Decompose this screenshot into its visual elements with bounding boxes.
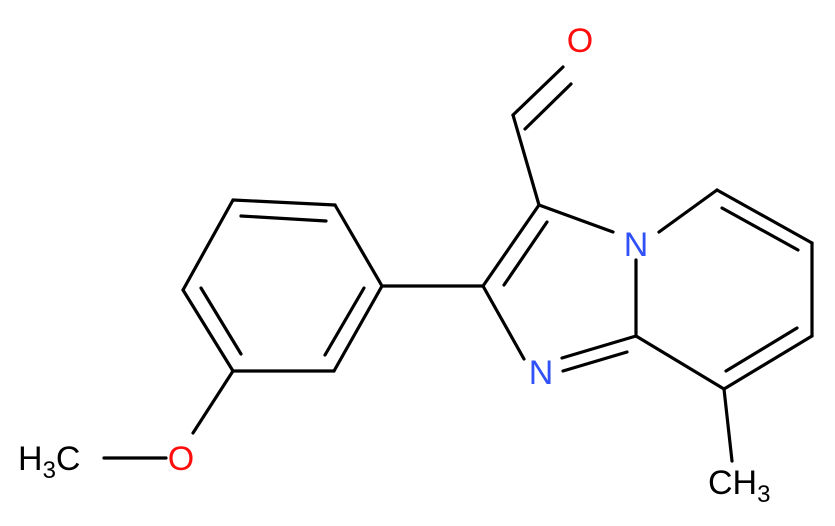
bond-lines <box>102 65 814 463</box>
bond-ph-o <box>191 369 235 435</box>
methoxy-methyl-h: H <box>18 440 43 478</box>
ring-methyl-subscript: 3 <box>757 481 770 508</box>
bond-c8a-n1-b <box>561 350 629 373</box>
ring-nitrogen-label: N <box>529 354 554 392</box>
bond-ph-1-2 <box>333 203 384 288</box>
bond-aldehyde-co-2 <box>523 82 573 131</box>
bond-ph-3-4 <box>181 198 235 292</box>
bond-ph-2-3-a <box>231 198 337 207</box>
methoxy-methyl-c: C <box>56 440 81 478</box>
ring-methyl-label: CH3 <box>708 464 770 508</box>
bond-c7-c8-a <box>722 334 814 391</box>
bond-ph-4-5-a <box>181 288 235 373</box>
bond-aldehyde-co-1 <box>511 65 565 117</box>
bond-c8a-n1-a <box>560 334 638 360</box>
bond-ph-4-5-b <box>199 286 243 356</box>
bond-c2-c3-a <box>481 203 541 288</box>
bond-ph-6-1-a <box>332 284 384 373</box>
aldehyde-oxygen-label: O <box>567 22 593 60</box>
bond-c8-methyl <box>722 387 734 463</box>
methoxy-methyl-subscript: 3 <box>43 457 56 484</box>
bond-ph-2-3-b <box>239 214 328 223</box>
bond-cho-c3 <box>511 113 541 207</box>
bond-c7-c8-b <box>724 326 799 373</box>
bond-c5-c6-b <box>720 206 800 252</box>
bridge-nitrogen-label: N <box>624 226 649 264</box>
ether-oxygen-label: O <box>168 440 194 478</box>
bond-c2-c3-b <box>502 220 549 287</box>
bond-c5-c6-a <box>715 188 814 245</box>
bond-c3-n4 <box>537 203 615 234</box>
bond-n1-c2 <box>481 284 526 361</box>
methoxy-methyl-label: H3C <box>18 440 80 484</box>
bond-ph-6-1-b <box>323 286 366 357</box>
bond-n4-c5 <box>657 188 719 234</box>
atom-labels: O N N O H3C CH3 <box>18 22 770 508</box>
bond-c8-c8a <box>634 334 726 391</box>
ring-methyl-ch: CH <box>708 464 757 502</box>
